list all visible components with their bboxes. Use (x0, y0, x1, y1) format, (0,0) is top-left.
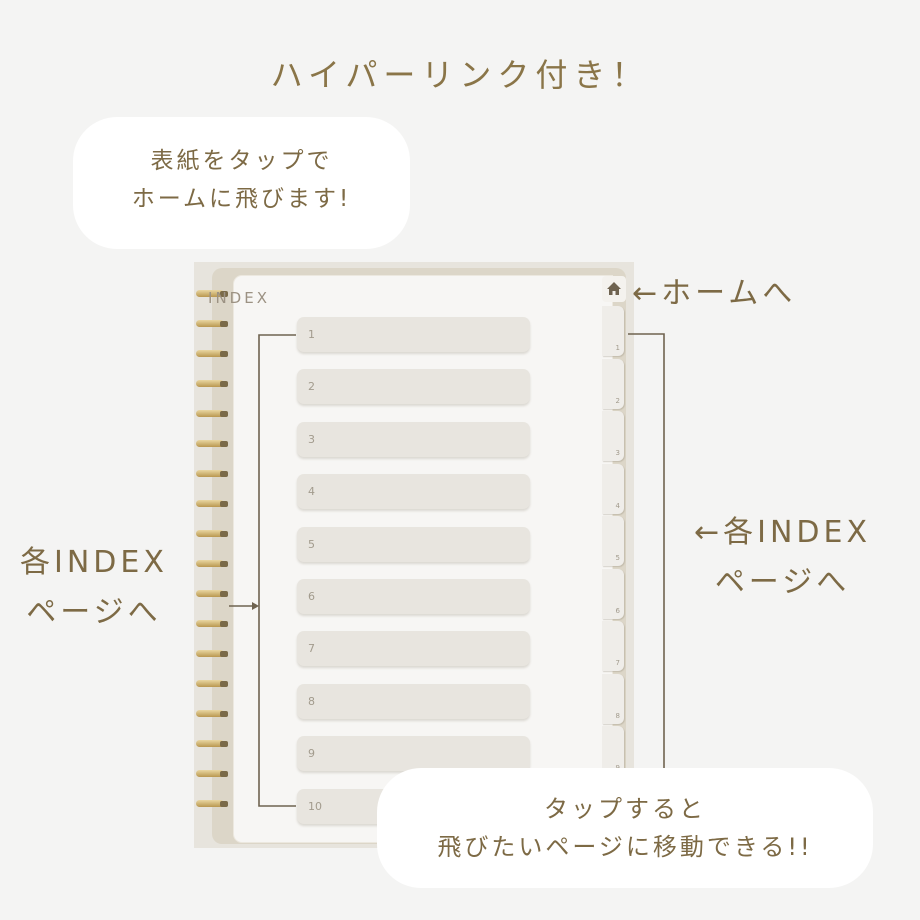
callout-line: 飛びたいページに移動できる!! (437, 833, 813, 861)
side-tab-3[interactable]: 3 (602, 411, 624, 461)
index-list: 1 2 3 4 5 6 7 8 9 10 (297, 317, 530, 841)
side-tab-5[interactable]: 5 (602, 516, 624, 566)
index-row-5[interactable]: 5 (297, 526, 530, 562)
callout-line: ホームに飛びます! (131, 186, 352, 212)
spiral-binding (196, 290, 230, 830)
index-title: INDEX (208, 289, 270, 307)
tab-label: 1 (615, 344, 620, 352)
side-tab-1[interactable]: 1 (602, 306, 624, 356)
cover-tap-callout: 表紙をタップで ホームに飛びます! (73, 117, 410, 249)
tab-label: 6 (615, 606, 620, 615)
binding-ring (196, 770, 230, 778)
index-row-8[interactable]: 8 (297, 683, 530, 719)
binding-ring (196, 650, 230, 658)
binding-ring (196, 710, 230, 718)
binding-ring (196, 740, 230, 748)
binding-ring (196, 530, 230, 538)
binding-ring (196, 500, 230, 508)
index-row-1[interactable]: 1 (297, 317, 530, 352)
index-row-4[interactable]: 4 (297, 474, 530, 510)
binding-ring (196, 620, 230, 628)
callout-line: 各INDEX (20, 545, 168, 580)
callout-line: ページへ (26, 595, 162, 630)
tab-label: 2 (615, 396, 620, 405)
tab-label: 7 (615, 659, 620, 667)
right-index-callout: ←各INDEX ページへ (694, 508, 871, 608)
callout-line: ページへ (714, 565, 851, 600)
tab-label: 5 (615, 554, 620, 562)
index-row-3[interactable]: 3 (297, 421, 530, 457)
tab-label: 4 (615, 501, 620, 510)
side-tab-7[interactable]: 7 (602, 621, 624, 671)
binding-ring (196, 350, 230, 358)
left-index-callout: 各INDEX ページへ (20, 538, 168, 638)
headline: ハイパーリンク付き！ (270, 56, 650, 94)
index-row-2[interactable]: 2 (297, 369, 530, 405)
callout-line: タップすると (544, 795, 706, 823)
callout-line: ←各INDEX (694, 515, 872, 550)
callout-line: 表紙をタップで (150, 148, 333, 174)
binding-ring (196, 410, 230, 418)
home-icon (607, 282, 621, 295)
tab-label: 3 (615, 449, 620, 457)
bottom-tap-callout: タップすると 飛びたいページに移動できる!! (377, 768, 873, 888)
home-callout: ←ホームへ (632, 276, 797, 311)
index-row-6[interactable]: 6 (297, 578, 530, 614)
index-row-9[interactable]: 9 (297, 736, 530, 772)
side-tabs: 1 2 3 4 5 6 7 8 9 (602, 306, 624, 779)
index-row-7[interactable]: 7 (297, 631, 530, 667)
binding-ring (196, 680, 230, 688)
binding-ring (196, 800, 230, 808)
binding-ring (196, 560, 230, 568)
side-tab-8[interactable]: 8 (602, 673, 624, 724)
binding-ring (196, 470, 230, 478)
side-tab-4[interactable]: 4 (602, 463, 624, 514)
binding-ring (196, 440, 230, 448)
binding-ring (196, 320, 230, 328)
side-tab-2[interactable]: 2 (602, 358, 624, 409)
binding-ring (196, 590, 230, 598)
home-tab[interactable] (602, 276, 626, 302)
binding-ring (196, 380, 230, 388)
side-tab-6[interactable]: 6 (602, 568, 624, 619)
binding-ring (196, 290, 230, 298)
tab-label: 8 (615, 711, 620, 720)
